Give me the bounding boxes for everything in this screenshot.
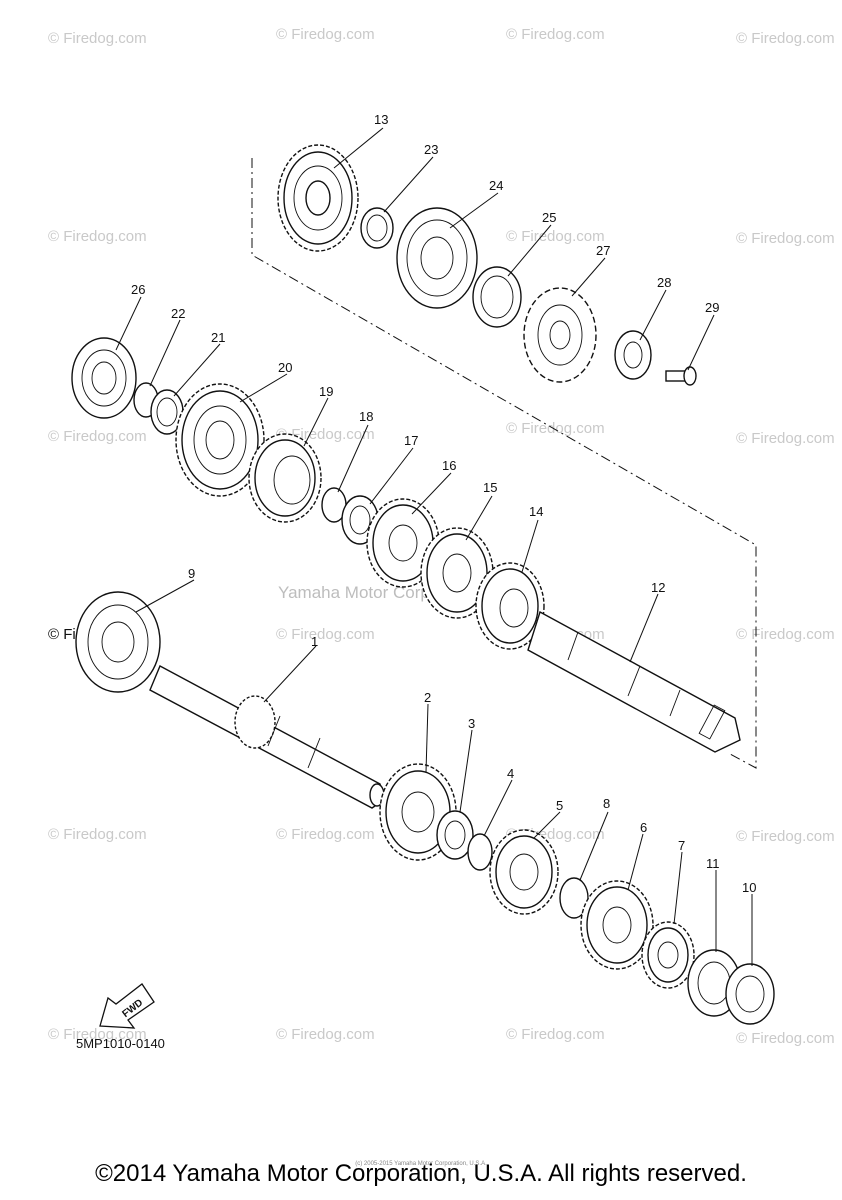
fwd-arrow-icon: FWD (99, 983, 155, 1029)
callout-28: 28 (657, 275, 671, 290)
watermark: © Firedog.com (48, 428, 147, 445)
part-12-drive-axle (527, 610, 741, 753)
copyright-footer: ©2014 Yamaha Motor Corporation, U.S.A. A… (95, 1160, 747, 1187)
part-19-gear (248, 433, 322, 523)
callout-5: 5 (556, 798, 563, 813)
part-10-oil-seal (725, 963, 775, 1025)
callout-18: 18 (359, 409, 373, 424)
watermark: © Firedog.com (506, 26, 605, 43)
callout-14: 14 (529, 504, 543, 519)
callout-8: 8 (603, 796, 610, 811)
part-27-sprocket (523, 287, 597, 383)
watermark: © Firedog.com (736, 626, 835, 643)
callout-25: 25 (542, 210, 556, 225)
callout-10: 10 (742, 880, 756, 895)
part-1-main-axle (149, 665, 385, 809)
watermark: © Firedog.com (736, 1030, 835, 1047)
callout-16: 16 (442, 458, 456, 473)
part-26-bearing (71, 337, 137, 419)
part-28-lock-washer (614, 330, 652, 380)
part-29-bolt (665, 366, 697, 386)
callout-2: 2 (424, 690, 431, 705)
callout-3: 3 (468, 716, 475, 731)
part-13-gear (277, 144, 359, 252)
callout-11: 11 (706, 856, 720, 871)
part-6-gear (580, 880, 654, 970)
callout-7: 7 (678, 838, 685, 853)
part-20-gear (175, 383, 265, 497)
part-9-bearing (75, 591, 161, 693)
watermark: © Firedog.com (736, 828, 835, 845)
callout-21: 21 (211, 330, 225, 345)
watermark: © Firedog.com (736, 30, 835, 47)
callout-labels: 1 2 3 4 5 6 7 8 9 10 11 12 13 14 15 16 1… (131, 112, 756, 895)
callout-19: 19 (319, 384, 333, 399)
diagram-code: 5MP1010-0140 (76, 1036, 165, 1051)
watermark: © Firedog.com (48, 826, 147, 843)
callout-1: 1 (311, 634, 318, 649)
callout-17: 17 (404, 433, 418, 448)
part-15-gear (420, 527, 494, 619)
watermark: © Firedog.com (276, 826, 375, 843)
watermark: © Firedog.com (506, 228, 605, 245)
watermark: © Firedog.com (736, 430, 835, 447)
part-7-gear (641, 921, 695, 989)
part-25-oil-seal (472, 266, 522, 328)
callout-23: 23 (424, 142, 438, 157)
callout-27: 27 (596, 243, 610, 258)
callout-9: 9 (188, 566, 195, 581)
callout-13: 13 (374, 112, 388, 127)
watermark: © Firedog.com (506, 1026, 605, 1043)
watermark: © Firedog.com (276, 26, 375, 43)
watermark: © Firedog.com (48, 228, 147, 245)
part-23-washer (360, 207, 394, 249)
callout-22: 22 (171, 306, 185, 321)
part-14-gear (475, 562, 545, 650)
callout-29: 29 (705, 300, 719, 315)
callout-4: 4 (507, 766, 514, 781)
callout-20: 20 (278, 360, 292, 375)
watermark: © Firedog.com (276, 1026, 375, 1043)
part-21-washer (150, 389, 184, 435)
part-24-bearing (396, 207, 478, 309)
part-5-gear (489, 829, 559, 915)
watermark: © Firedog.com (506, 420, 605, 437)
watermark: © Firedog.com (48, 1026, 147, 1043)
watermark: © Firedog.com (736, 230, 835, 247)
small-copyright: (c) 2005-2015 Yamaha Motor Corporation, … (355, 1161, 487, 1167)
watermark: © Firedog.com (48, 30, 147, 47)
part-4-circlip (467, 833, 493, 871)
leader-lines (115, 127, 753, 966)
assembly-outline (251, 158, 757, 769)
watermark: © Firedog.com (276, 626, 375, 643)
part-3-washer (436, 810, 474, 860)
callout-6: 6 (640, 820, 647, 835)
callout-24: 24 (489, 178, 503, 193)
callout-15: 15 (483, 480, 497, 495)
callout-12: 12 (651, 580, 665, 595)
callout-26: 26 (131, 282, 145, 297)
